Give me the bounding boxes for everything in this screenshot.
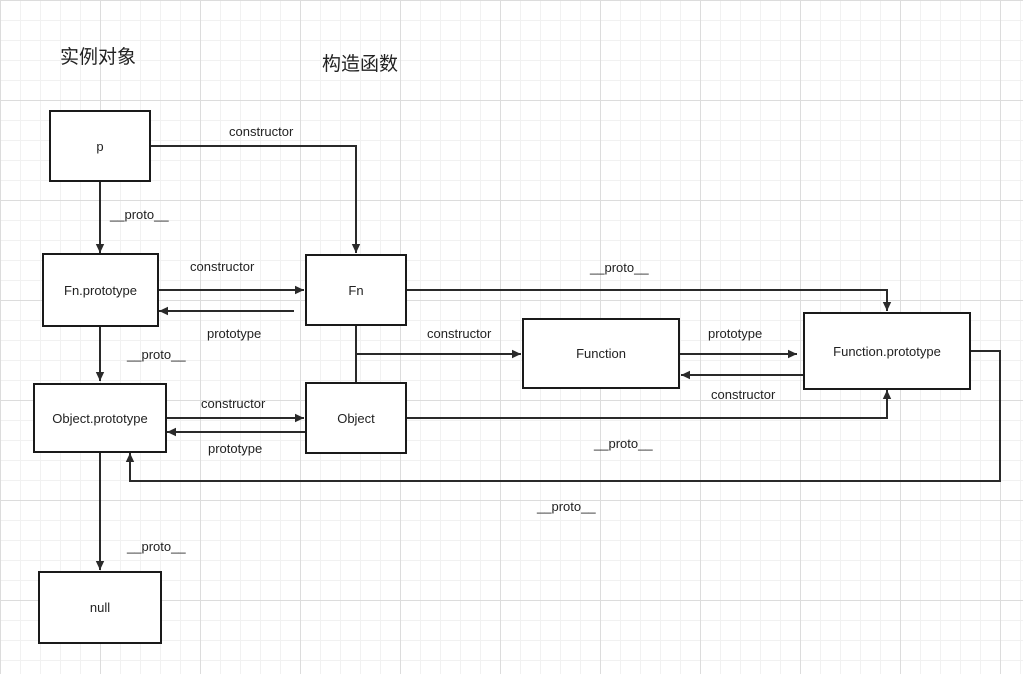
edge-label-functionprototype-constructor: constructor <box>711 387 776 402</box>
header-instance-objects: 实例对象 <box>60 46 137 68</box>
edge-label-fn-function-constructor: constructor <box>427 326 492 341</box>
node-function-prototype: Function.prototype <box>803 312 971 390</box>
node-null: null <box>38 571 162 644</box>
edge-label-function-prototype: prototype <box>708 326 763 341</box>
node-p: p <box>49 110 151 182</box>
edge-label-p-constructor: constructor <box>229 124 294 139</box>
edge-object-proto <box>406 390 892 419</box>
edge-label-fnprototype-proto: __proto__ <box>127 347 186 362</box>
edge-fn-proto <box>406 289 892 311</box>
node-function: Function <box>522 318 680 389</box>
edge-label-objectprototype-constructor: constructor <box>201 396 266 411</box>
header-constructors: 构造函数 <box>322 53 399 75</box>
edge-label-fn-prototype: prototype <box>207 326 262 341</box>
node-object: Object <box>305 382 407 454</box>
edge-p-constructor <box>150 145 361 253</box>
edge-label-objectprototype-proto: __proto__ <box>127 539 186 554</box>
node-fn: Fn <box>305 254 407 326</box>
node-fn-prototype: Fn.prototype <box>42 253 159 327</box>
edge-label-fn-proto: __proto__ <box>590 260 649 275</box>
edge-functionprototype-proto <box>125 350 1001 482</box>
edge-label-object-proto: __proto__ <box>594 436 653 451</box>
edge-label-functionprototype-proto: __proto__ <box>537 499 596 514</box>
edge-label-object-prototype: prototype <box>208 441 263 456</box>
edge-label-p-proto: __proto__ <box>110 207 169 222</box>
edge-label-fnprototype-constructor: constructor <box>190 259 255 274</box>
node-object-prototype: Object.prototype <box>33 383 167 453</box>
